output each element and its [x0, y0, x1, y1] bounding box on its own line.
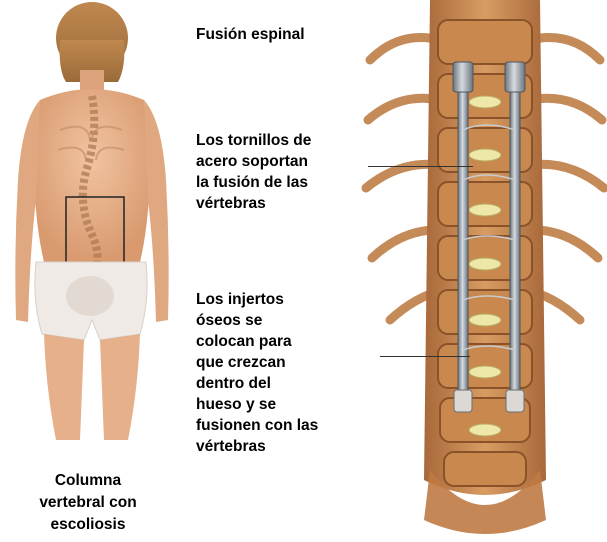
child-scoliosis-illustration — [0, 0, 175, 460]
child-right-leg — [100, 334, 140, 440]
child-caption: Columna vertebral con escoliosis — [28, 470, 148, 536]
spinal-fusion-illustration — [360, 0, 607, 542]
child-left-leg — [44, 334, 84, 440]
right-steel-rod — [510, 70, 520, 400]
screws-label: Los tornillos de acero soportan la fusió… — [196, 130, 346, 214]
left-steel-rod — [458, 70, 468, 400]
grafts-label: Los injertos óseos se colocan para que c… — [196, 289, 346, 457]
title-label: Fusión espinal — [196, 24, 305, 45]
screws-pointer-line — [368, 166, 473, 167]
grafts-pointer-line — [380, 356, 470, 357]
